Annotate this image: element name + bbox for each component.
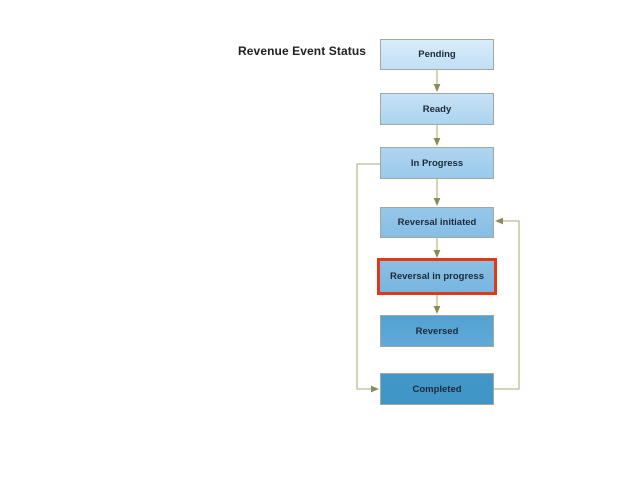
arrow-completed-to-reversal-initiated <box>494 217 520 390</box>
arrow-in-progress-to-reversal-initiated <box>433 179 441 206</box>
node-reversal-initiated-label: Reversal initiated <box>397 217 477 228</box>
node-ready: Ready <box>380 93 494 125</box>
node-ready-label: Ready <box>422 103 452 115</box>
diagram-title: Revenue Event Status <box>238 44 367 58</box>
node-reversal-in-progress-label: Reversal in progress <box>390 271 484 282</box>
node-in-progress-label: In Progress <box>410 157 464 169</box>
node-pending-label: Pending <box>418 49 456 60</box>
arrow-reversal-in-progress-to-reversed <box>433 295 441 314</box>
node-in-progress: In Progress <box>380 147 494 179</box>
arrow-reversal-initiated-to-reversal-in-progress <box>433 238 441 258</box>
node-completed-label: Completed <box>412 383 462 395</box>
node-reversal-initiated: Reversal initiated <box>380 207 494 238</box>
node-reversed: Reversed <box>380 315 494 347</box>
arrow-pending-to-ready <box>433 70 441 92</box>
node-completed: Completed <box>380 373 494 405</box>
node-reversal-in-progress-highlighted: Reversal in progress <box>377 258 497 295</box>
node-pending: Pending <box>380 39 494 70</box>
node-reversed-label: Reversed <box>415 325 459 337</box>
arrow-ready-to-in-progress <box>433 125 441 146</box>
